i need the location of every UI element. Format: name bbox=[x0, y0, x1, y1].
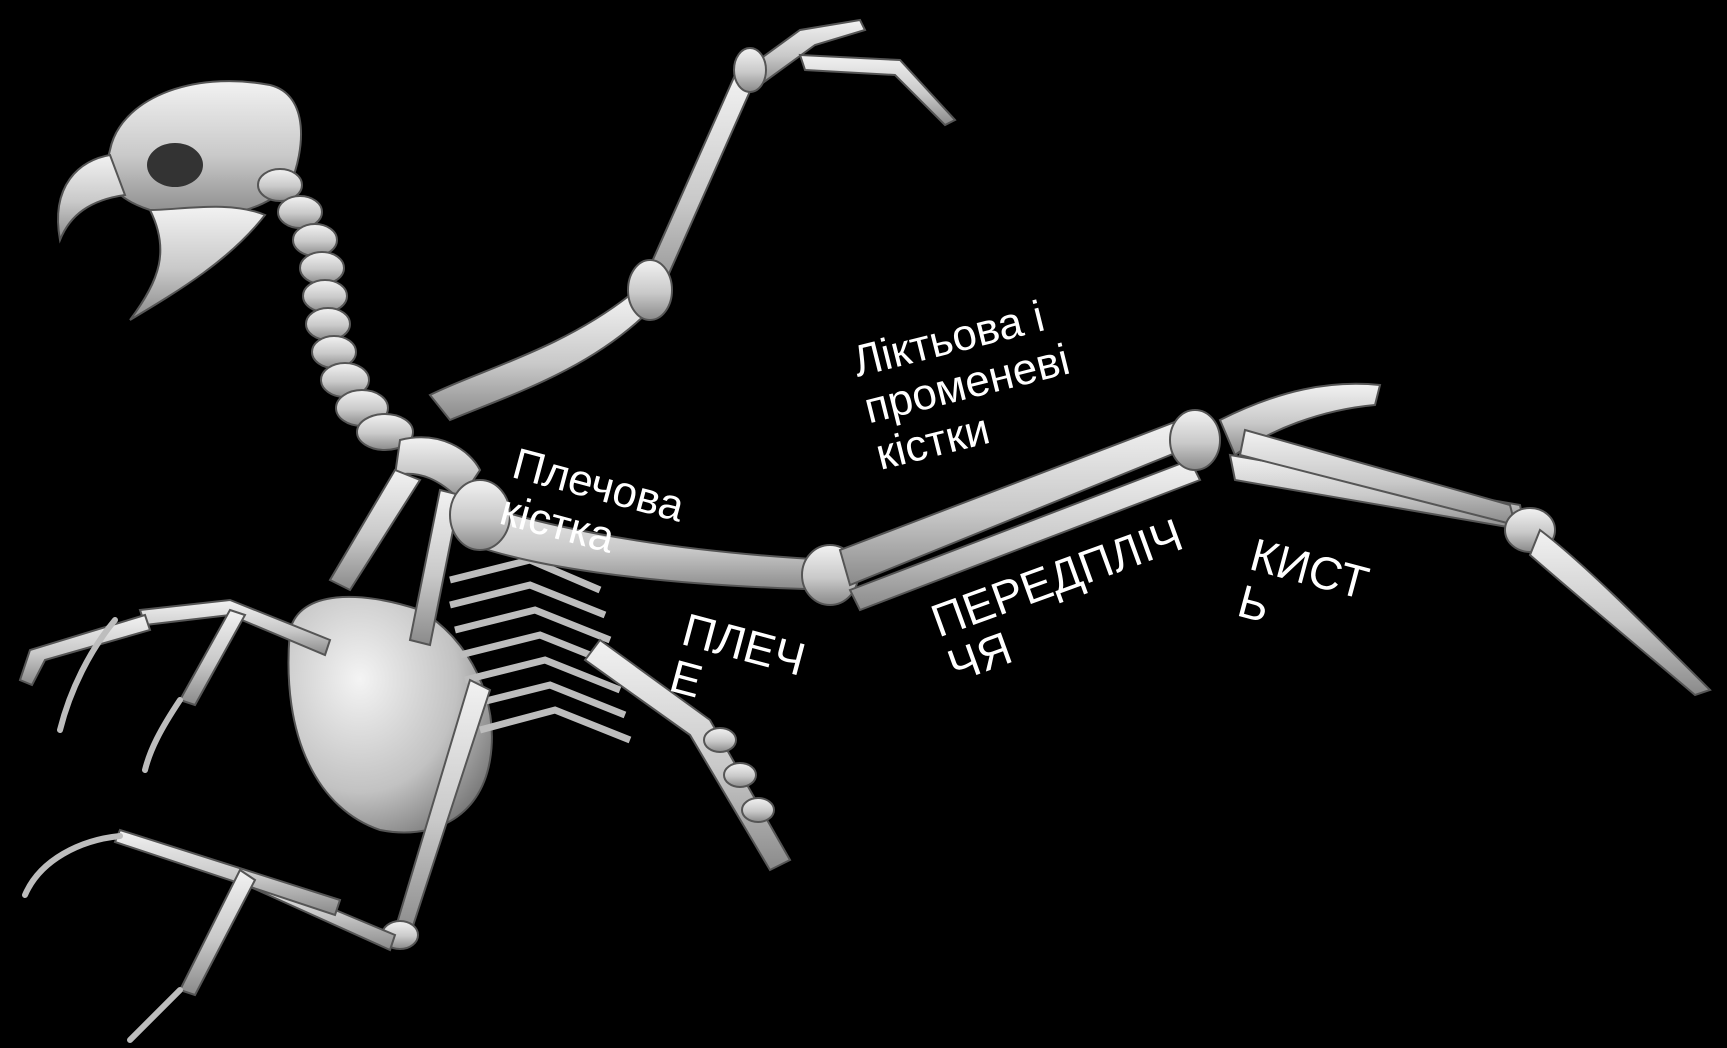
neck-vertebrae bbox=[258, 169, 413, 450]
skull bbox=[58, 81, 301, 320]
claws bbox=[25, 620, 180, 1040]
